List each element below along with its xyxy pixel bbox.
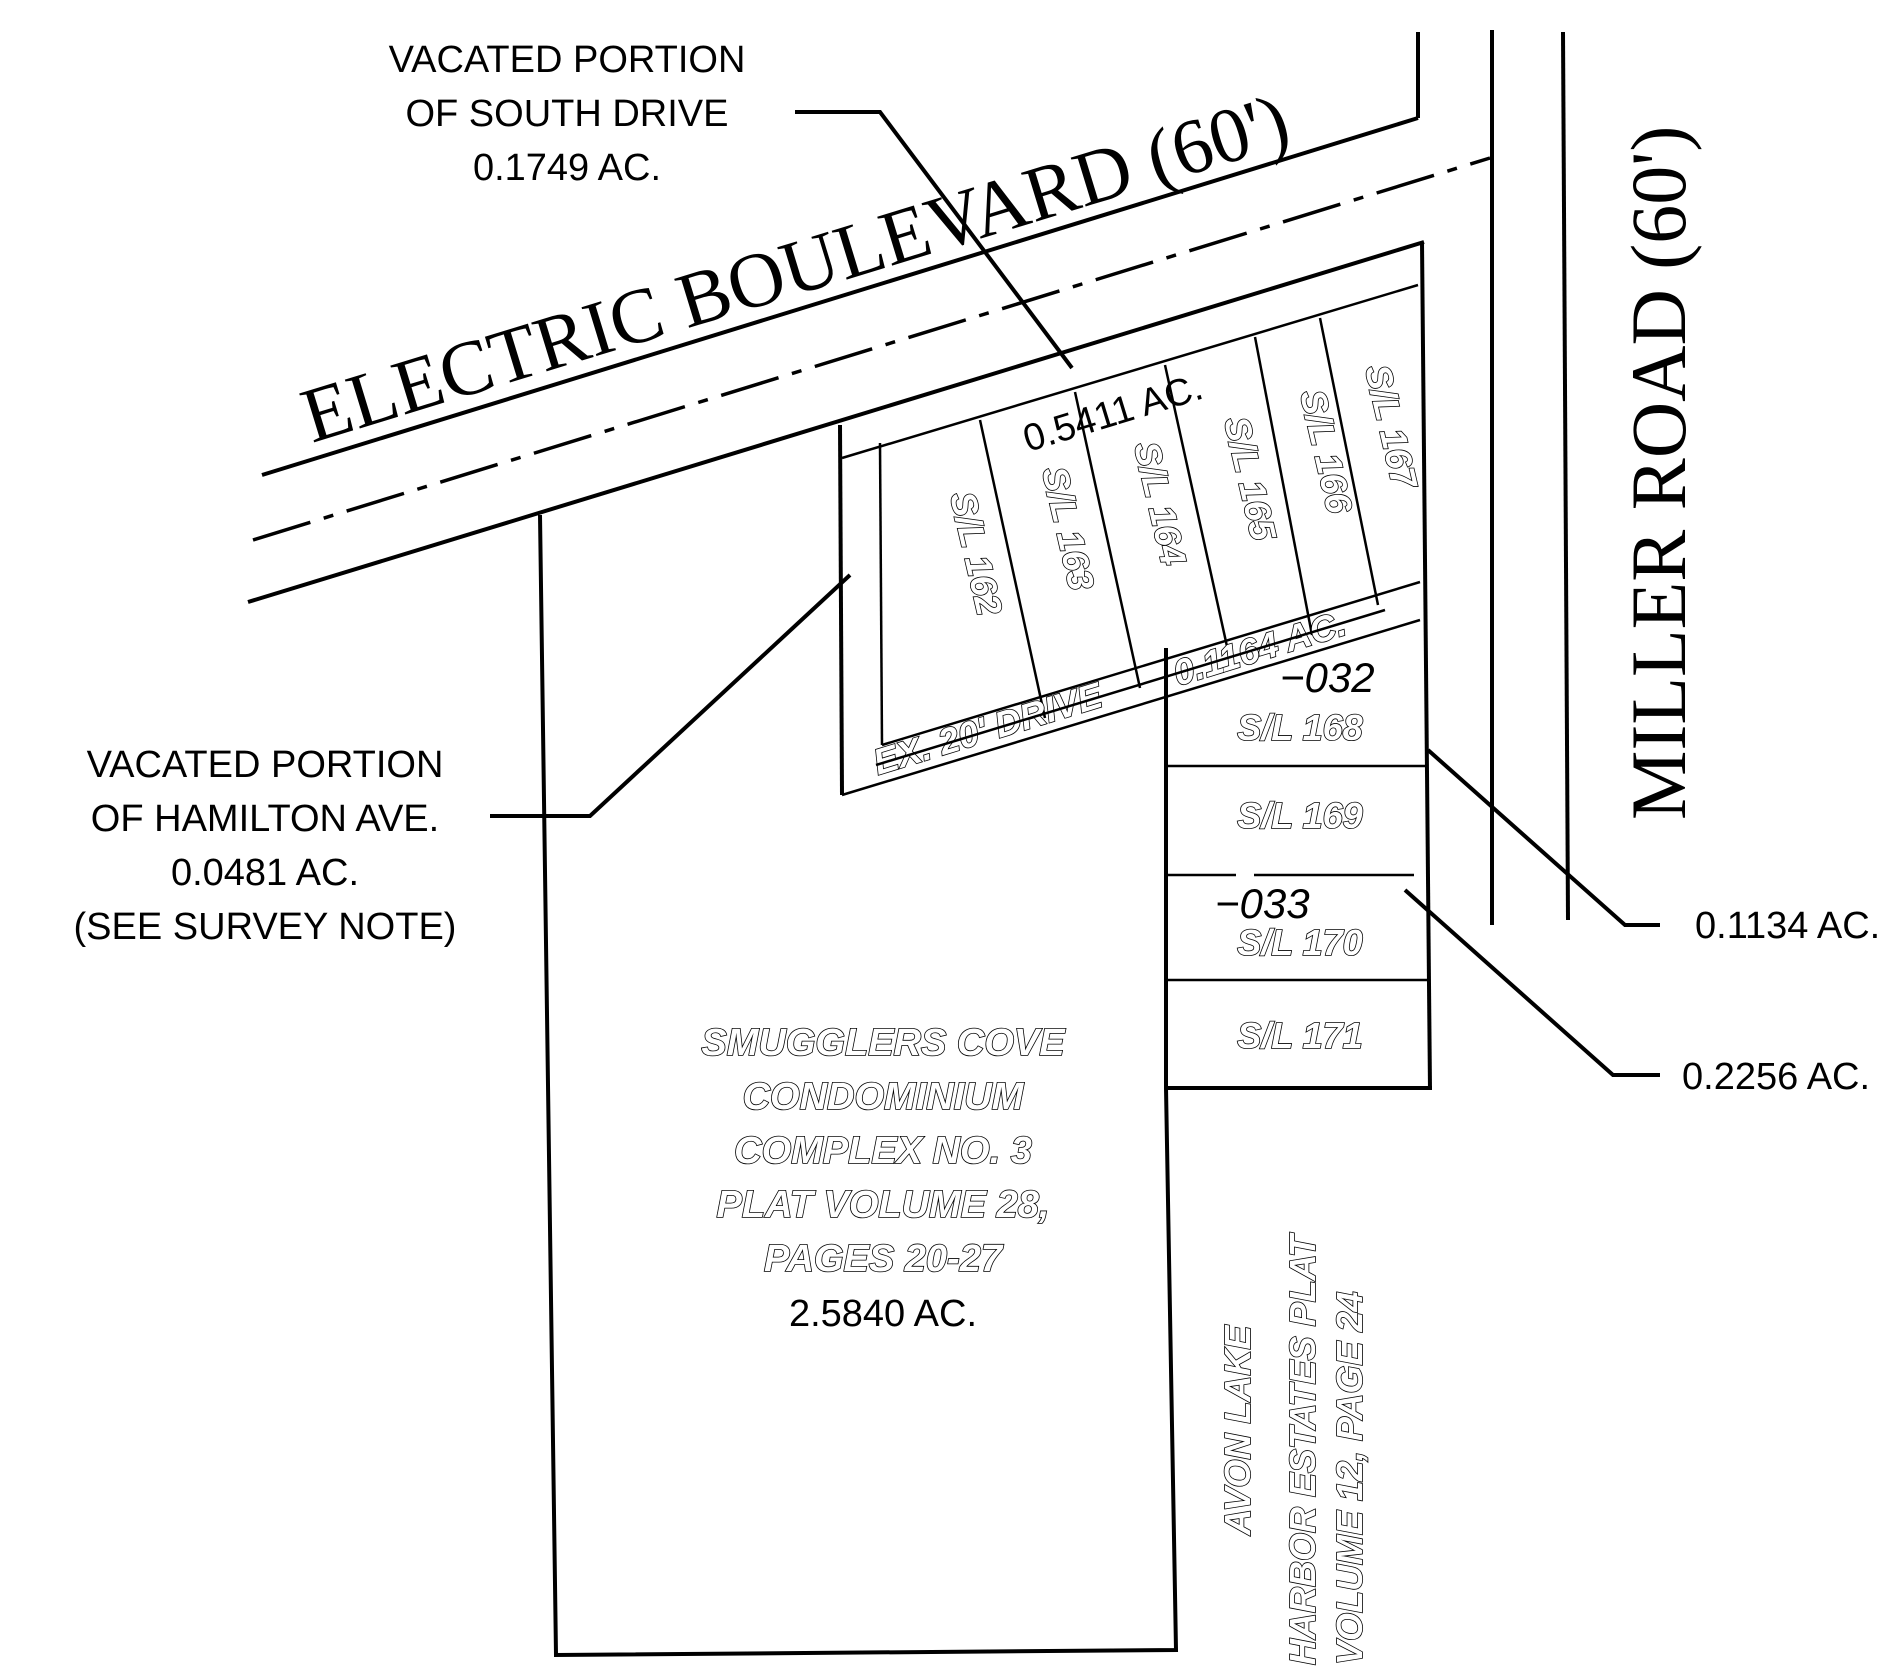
lot-divider-2 — [1073, 391, 1142, 689]
lot-167-label: S/L 167 — [1357, 361, 1426, 494]
lot-171-label: S/L 171 — [1237, 1015, 1362, 1056]
top-area-label: 0.5411 AC. — [1018, 366, 1207, 460]
leader-south-drive — [795, 110, 1074, 370]
leader-0-1134 — [1426, 748, 1660, 927]
lot-166-label: S/L 166 — [1292, 386, 1360, 518]
condo-line2: CONDOMINIUM — [743, 1076, 1025, 1118]
leader-hamilton — [490, 573, 852, 818]
condo-line3: COMPLEX NO. 3 — [734, 1130, 1032, 1172]
lot-168-label: S/L 168 — [1237, 707, 1362, 748]
lot-divider-5 — [1318, 317, 1380, 606]
electric-north-line — [261, 116, 1419, 477]
hamilton-callout-line2: OF HAMILTON AVE. — [91, 798, 439, 840]
condo-line5: PAGES 20-27 — [764, 1238, 1004, 1280]
drive-north-line — [881, 580, 1421, 747]
drive-south-line — [841, 618, 1421, 797]
area-0-1134-label: 0.1134 AC. — [1695, 905, 1880, 947]
condo-line1: SMUGGLERS COVE — [701, 1022, 1066, 1064]
hamilton-callout-line3: 0.0481 AC. — [171, 852, 359, 894]
lot-divider-4 — [1253, 336, 1314, 636]
lot-169-label: S/L 169 — [1237, 795, 1362, 836]
hamilton-callout-line1: VACATED PORTION — [87, 744, 444, 786]
condo-area-label: 2.5840 AC. — [789, 1293, 977, 1335]
south-drive-callout-line3: 0.1749 AC. — [473, 147, 661, 189]
avon-line1: AVON LAKE — [1217, 1325, 1258, 1536]
drive-strike-line — [875, 608, 1386, 767]
miller-east-line — [1561, 31, 1570, 921]
condo-line4: PLAT VOLUME 28, — [717, 1184, 1050, 1226]
lot-163-label: S/L 163 — [1034, 463, 1102, 594]
hamilton-strip-outer — [838, 424, 844, 796]
lot-divider-1 — [978, 419, 1047, 719]
drive-label: EX. 20' DRIVE — [868, 674, 1107, 783]
lots-east-boundary — [1420, 241, 1432, 1091]
lot-170-label: S/L 170 — [1237, 922, 1362, 963]
electric-south-line — [247, 240, 1425, 604]
hamilton-strip-inner — [878, 442, 884, 746]
miller-road-label: MILLER ROAD (60') — [1615, 126, 1702, 820]
south-drive-callout-line1: VACATED PORTION — [389, 39, 746, 81]
avon-line3: VOLUME 12, PAGE 24 — [1329, 1292, 1370, 1665]
south-drive-callout-line2: OF SOUTH DRIVE — [405, 93, 728, 135]
area-0-2256-label: 0.2256 AC. — [1682, 1056, 1870, 1098]
leader-0-2256 — [1403, 888, 1660, 1077]
parcel-id-033: −033 — [1215, 880, 1310, 927]
hamilton-callout-line4: (SEE SURVEY NOTE) — [74, 906, 457, 948]
condo-parcel-boundary — [538, 514, 1179, 1658]
parcel-id-032: −032 — [1280, 654, 1375, 701]
avon-line2: HARBOR ESTATES PLAT — [1282, 1232, 1323, 1665]
south-drive-strip-line — [841, 283, 1419, 460]
lot-divider-3 — [1163, 364, 1232, 661]
electric-centerline — [252, 156, 1491, 542]
